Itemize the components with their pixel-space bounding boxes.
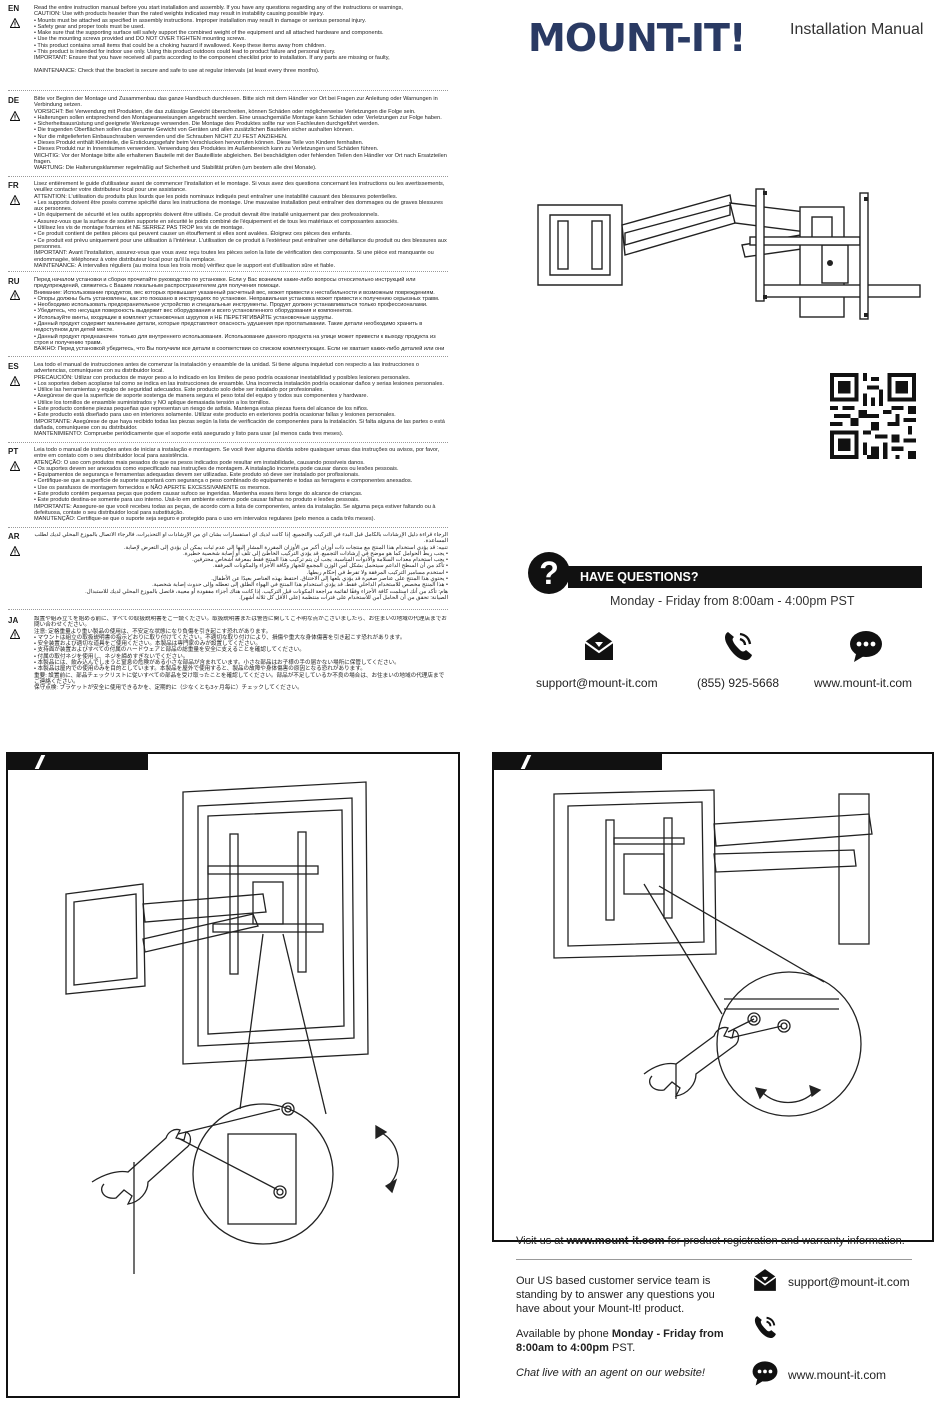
divider <box>8 90 448 91</box>
warning-text-en: Read the entire instruction manual befor… <box>34 5 403 74</box>
visit-line: Visit us at www.mount-it.com for product… <box>516 1234 916 1248</box>
warning-icon <box>10 461 20 471</box>
service-text: Our US based customer service team is st… <box>516 1275 715 1315</box>
warning-text-ru: Перед началом установки и сборки прочита… <box>34 277 445 353</box>
warning-text-es: Lea todo el manual de instrucciones ante… <box>34 362 445 438</box>
email-icon <box>753 1269 777 1291</box>
footer-divider <box>516 1259 912 1260</box>
step-panel-left <box>6 752 460 1398</box>
lang-code-fr: FR <box>8 181 19 190</box>
available-prefix: Available by phone <box>516 1328 612 1340</box>
divider <box>8 271 448 272</box>
warning-icon <box>10 111 20 121</box>
footer-email[interactable]: support@mount-it.com <box>788 1275 910 1289</box>
qr-code <box>830 373 916 459</box>
warning-text-de: Bitte vor Beginn der Montage und Zusamme… <box>34 96 447 172</box>
warning-icon <box>10 195 20 205</box>
support-phone[interactable]: (855) 925-5668 <box>697 676 780 690</box>
lang-code-es: ES <box>8 362 19 371</box>
lang-code-ar: AR <box>8 532 20 541</box>
warning-icon <box>10 629 20 639</box>
visit-suffix: for product registration and warranty in… <box>664 1235 905 1247</box>
tv-mount-illustration <box>537 188 921 320</box>
have-questions-banner: HAVE QUESTIONS? <box>568 566 922 588</box>
divider <box>8 609 448 610</box>
chat-icon <box>850 631 882 662</box>
warning-icon <box>10 376 20 386</box>
divider <box>8 176 448 177</box>
available-hours: Monday - Friday from 8:00am to 4:00pm <box>516 1328 724 1354</box>
footer-website[interactable]: www.mount-it.com <box>788 1368 887 1382</box>
divider <box>8 356 448 357</box>
warning-icon <box>10 290 20 300</box>
doc-title: Installation Manual <box>790 21 924 38</box>
phone-icon <box>725 632 752 661</box>
visit-prefix: Visit us at <box>516 1235 567 1247</box>
lang-code-en: EN <box>8 4 20 13</box>
chat-text: Chat live with an agent on our website! <box>516 1367 705 1379</box>
support-email[interactable]: support@mount-it.com <box>536 676 658 690</box>
availability-text: Available by phone Monday - Friday from … <box>516 1327 736 1355</box>
lang-code-ja: JA <box>8 616 19 625</box>
lang-code-pt: PT <box>8 447 19 456</box>
lang-code-de: DE <box>8 96 20 105</box>
warning-icon <box>10 546 20 556</box>
step-panel-right <box>492 752 934 1242</box>
phone-icon <box>754 1316 776 1339</box>
warning-text-ar: الرجاء قراءة دليل الإرشادات بالكامل قبل … <box>34 532 448 601</box>
question-mark-icon: ? <box>528 552 570 594</box>
divider <box>8 442 448 443</box>
brand-logo: MOUNT-IT! <box>528 16 746 60</box>
chat-icon <box>752 1361 778 1386</box>
step-tab <box>8 754 148 770</box>
visit-url[interactable]: www.mount-it.com <box>566 1235 665 1247</box>
support-website[interactable]: www.mount-it.com <box>814 676 913 690</box>
warning-text-fr: Lisez entièrement le guide d'utilisateur… <box>34 181 447 269</box>
support-hours: Monday - Friday from 8:00am - 4:00pm PST <box>610 594 855 608</box>
warning-text-ja: 設置や組み立てを始める前に、すべての取扱説明書をご一読ください。取扱説明書または… <box>34 616 447 692</box>
lang-code-ru: RU <box>8 277 20 286</box>
mount-step-illustration-right <box>553 789 873 1117</box>
email-icon <box>584 632 614 660</box>
warning-text-pt: Leia todo o manual de instruções antes d… <box>34 447 440 523</box>
mount-step-illustration-left <box>65 781 399 1274</box>
divider <box>8 527 448 528</box>
available-suffix: PST. <box>608 1342 636 1354</box>
warning-icon <box>10 18 20 28</box>
step-tab <box>494 754 662 770</box>
